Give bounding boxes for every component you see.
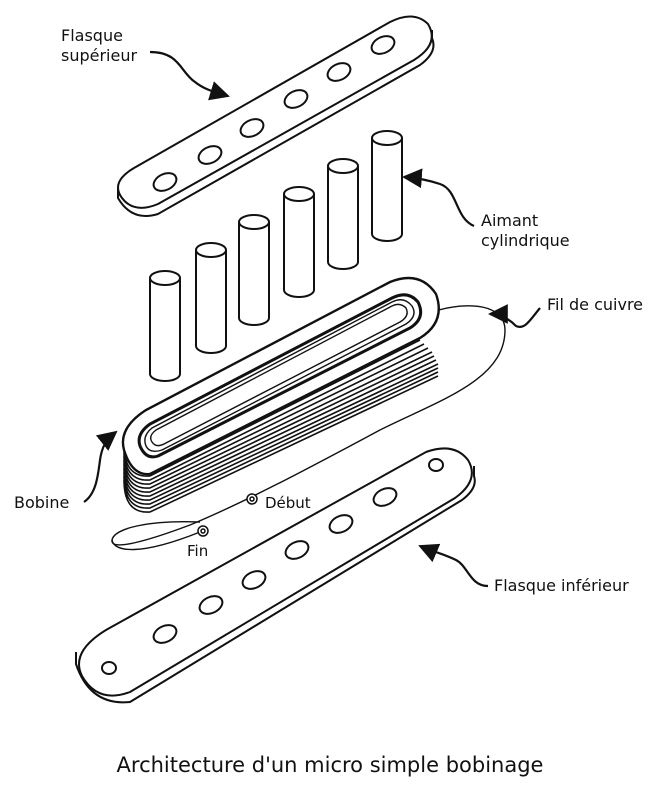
bottom-plate: [75, 447, 476, 704]
wire-eyelets: [197, 493, 258, 537]
label-magnet-line2: cylindrique: [481, 231, 570, 250]
magnet-1: [149, 270, 181, 382]
arrow-bottom-plate: [418, 543, 489, 588]
label-magnet-line1: Aimant: [481, 211, 538, 230]
copper-wire-end: [111, 531, 201, 551]
bottom-plate-holes: [101, 458, 444, 675]
magnet-6: [371, 130, 403, 242]
caption: Architecture d'un micro simple bobinage: [117, 753, 544, 777]
label-wire: Fil de cuivre: [547, 295, 643, 314]
label-end: Fin: [187, 542, 208, 560]
top-plate-holes: [152, 35, 396, 192]
label-bottom-plate: Flasque inférieur: [494, 576, 629, 595]
arrow-magnet: [402, 168, 475, 228]
label-top-plate-line2: supérieur: [61, 46, 137, 65]
magnet-3: [238, 214, 270, 326]
coil-top-inner: [137, 293, 423, 459]
top-plate: [117, 15, 435, 217]
coil-winding-layers: [123, 339, 439, 513]
bottom-plate-face: [78, 447, 473, 697]
arrow-coil: [83, 430, 118, 503]
top-plate-face: [117, 15, 433, 209]
magnet-2: [195, 242, 227, 354]
copper-wire: [111, 305, 506, 546]
label-start: Début: [265, 494, 311, 512]
magnet-5: [327, 158, 359, 270]
magnet-4: [283, 186, 315, 298]
label-coil: Bobine: [14, 493, 69, 512]
label-top-plate-line1: Flasque: [61, 26, 123, 45]
coil-inner-rings: [144, 299, 415, 453]
coil: [121, 276, 440, 513]
arrow-top-plate: [149, 50, 230, 101]
leader-arrows: [83, 50, 541, 588]
magnets: [149, 130, 403, 382]
arrow-wire: [488, 304, 541, 328]
